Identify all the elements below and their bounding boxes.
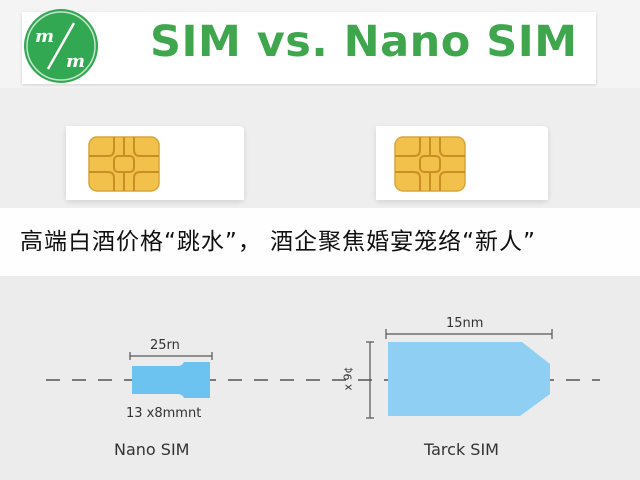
nano-sim-label: Nano SIM [114,440,190,459]
logo-mark-icon: m m [26,11,96,81]
title-box [22,12,596,84]
header: m m SIM vs. Nano SIM [0,0,640,88]
page-title: SIM vs. Nano SIM [150,17,578,67]
large-width-label: 15nm [446,316,484,331]
large-sim-label: Tarck SIM [424,440,499,459]
nano-width-label: 25rn [150,338,180,353]
nano-size-label: 13 x8mmnt [126,406,202,421]
size-diagram-graphic [46,329,600,419]
svg-text:m: m [66,51,85,72]
brand-logo: m m [24,9,98,83]
large-height-label: x 9¢ [341,366,355,391]
sim-chip-icon [88,136,160,192]
headline-banner: 高端白酒价格“跳水”， 酒企聚焦婚宴笼络“新人” [0,208,640,276]
headline-text: 高端白酒价格“跳水”， 酒企聚焦婚宴笼络“新人” [20,229,536,255]
nano-sim-shape [132,362,210,398]
large-sim-shape [388,342,550,416]
svg-text:m: m [35,26,54,47]
size-diagram: 25rn 13 x8mmnt Nano SIM 15nm x 9¢ Tarck … [0,276,640,480]
sim-chip-icon [394,136,466,192]
